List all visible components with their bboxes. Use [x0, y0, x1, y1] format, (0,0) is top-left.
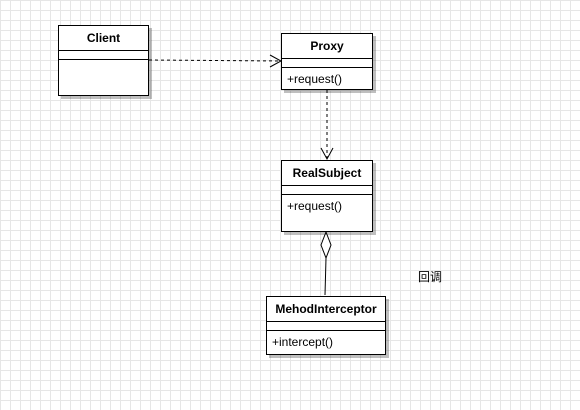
callback-note: 回调	[418, 270, 443, 284]
class-real-subject-attributes	[282, 186, 372, 195]
proxy-realsubject-arrowhead	[320, 147, 334, 161]
class-proxy-name: Proxy	[282, 34, 372, 59]
class-method-interceptor[interactable]: MehodInterceptor +intercept()	[266, 296, 386, 355]
class-method-interceptor-attributes	[267, 322, 385, 331]
class-proxy-operation: +request()	[287, 72, 343, 86]
class-real-subject-operation: +request()	[287, 199, 343, 213]
aggregation-diamond	[320, 230, 332, 260]
class-client[interactable]: Client	[58, 25, 149, 96]
client-proxy-dependency-line	[148, 59, 282, 62]
class-method-interceptor-name: MehodInterceptor	[267, 297, 385, 322]
aggregation-line	[324, 257, 327, 296]
class-proxy[interactable]: Proxy +request()	[281, 33, 373, 90]
class-real-subject-name: RealSubject	[282, 161, 372, 186]
class-method-interceptor-operation: +intercept()	[272, 335, 334, 349]
class-proxy-attributes	[282, 59, 372, 68]
class-client-attributes	[59, 51, 148, 60]
class-real-subject[interactable]: RealSubject +request()	[281, 160, 373, 232]
class-client-name: Client	[59, 26, 148, 51]
class-client-operations	[59, 60, 148, 94]
